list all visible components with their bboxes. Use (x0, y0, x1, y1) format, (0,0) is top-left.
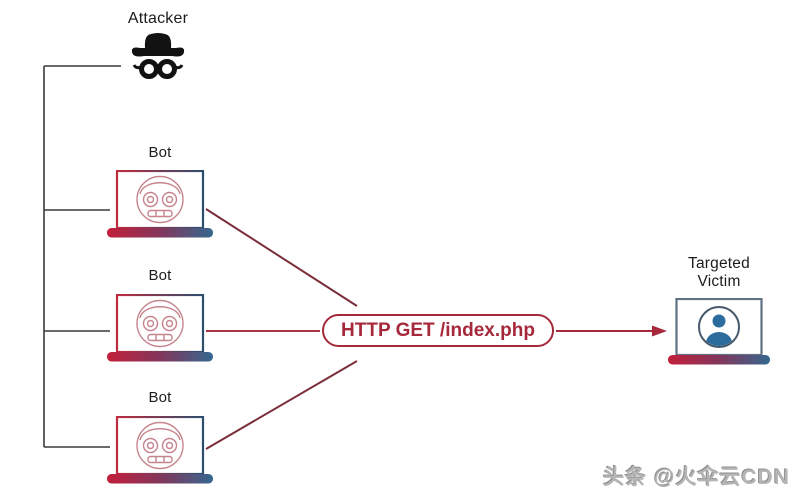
victim-label: Targeted Victim (688, 255, 750, 290)
arrow-to-victim-head (652, 325, 667, 337)
bot1-label: Bot (148, 144, 172, 161)
bot3-label: Bot (148, 389, 172, 406)
victim-laptop-icon (668, 298, 770, 365)
bot1-laptop-icon (107, 170, 213, 238)
bot2-label: Bot (148, 267, 172, 284)
bot3-laptop-icon (107, 416, 213, 484)
watermark-text: 头条 @火伞云CDN (603, 466, 790, 489)
http-get-request-pill: HTTP GET /index.php (322, 314, 554, 347)
attacker-icon (131, 33, 185, 79)
attacker-label: Attacker (127, 10, 189, 27)
bot2-laptop-icon (107, 294, 213, 362)
flow-line-bot3 (205, 360, 358, 450)
flow-line-bot1 (205, 208, 358, 307)
